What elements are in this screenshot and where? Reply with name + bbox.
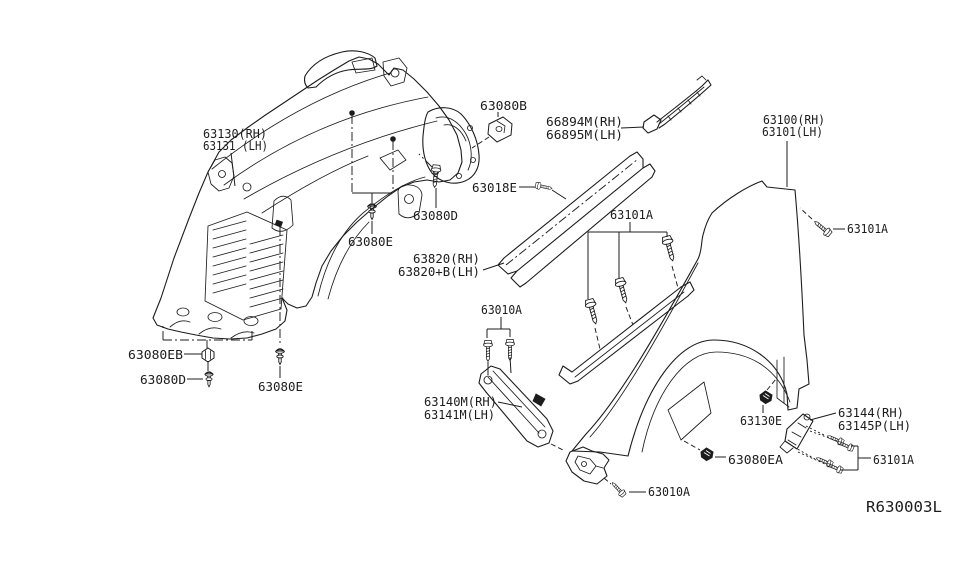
louver-panel	[204, 211, 288, 321]
label-66894m-rh: 66894M(RH)	[546, 114, 623, 129]
label-63080eb: 63080EB	[128, 347, 183, 362]
label-63080d-top: 63080D	[413, 208, 458, 223]
sill-strip-drawing	[497, 151, 656, 288]
label-63100-rh: 63100(RH)	[763, 112, 825, 127]
cowl-extension-drawing	[642, 75, 712, 134]
protector-panel-drawing	[667, 381, 712, 441]
label-63145p-lh: 63145P(LH)	[838, 418, 911, 433]
label-63010a-bottom: 63010A	[648, 484, 690, 499]
label-63140m-rh: 63140M(RH)	[424, 394, 497, 409]
sill-rail-drawing	[558, 281, 695, 385]
label-63101a-right: 63101A	[847, 221, 888, 236]
wheel-housing-protector-drawing	[152, 50, 480, 340]
label-63018e: 63018E	[472, 180, 517, 195]
label-63080e-bottom: 63080E	[258, 379, 303, 394]
bolt-63010a-left-icon	[483, 340, 493, 362]
fender-stay-drawing	[478, 365, 554, 448]
bolt-63101a-2-icon	[613, 276, 632, 305]
leader-lines	[184, 112, 871, 493]
fender-lower-bracket-drawing	[565, 446, 610, 485]
hardware-icons	[201, 116, 856, 499]
label-63141m-lh: 63141M(LH)	[424, 407, 495, 422]
label-63130e: 63130E	[740, 413, 782, 428]
front-fender-drawing	[571, 180, 810, 457]
corner-bracket-drawing	[779, 413, 838, 465]
label-63144-rh: 63144(RH)	[838, 405, 904, 420]
screw-63018e-icon	[534, 181, 554, 193]
label-63080e-top: 63080E	[348, 234, 393, 249]
bolt-63101a-right-icon	[811, 217, 834, 239]
screw-63144-1-icon	[825, 432, 846, 447]
bolt-63101a-1-icon	[583, 297, 602, 326]
bolt-63101a-3-icon	[660, 234, 679, 263]
label-63131-lh: 63131 (LH)	[203, 138, 268, 153]
screw-63144-3-icon	[814, 454, 835, 469]
label-63080d-bottom: 63080D	[140, 372, 186, 387]
clip-63080eb-icon	[201, 347, 215, 363]
diagram-reference-code: R630003L	[866, 498, 942, 516]
assembly-dash-lines	[162, 115, 813, 485]
part-labels: 63130(RH) 63131 (LH) 63080B 66894M(RH) 6…	[128, 98, 942, 516]
label-63080ea: 63080EA	[728, 452, 783, 467]
label-63080b: 63080B	[480, 98, 527, 113]
clip-63080b-icon	[487, 116, 513, 143]
grommet-63080e-top-icon	[367, 203, 377, 220]
label-63101a-corner: 63101A	[873, 452, 914, 467]
nut-63130e-icon	[759, 390, 773, 404]
label-63101a-mid: 63101A	[610, 207, 653, 222]
label-63101-lh: 63101(LH)	[762, 124, 823, 139]
housing-top-cap	[303, 50, 408, 89]
pin-63080d-bottom-icon	[204, 371, 214, 388]
label-63820b-lh: 63820+B(LH)	[398, 264, 480, 279]
screw-63080d-top-icon	[429, 164, 442, 189]
splash-liner-drawing	[422, 107, 480, 184]
grommet-63080e-bottom-icon	[275, 348, 285, 365]
nut-63080ea-icon	[700, 447, 714, 461]
screw-63010a-bottom-icon	[609, 479, 628, 499]
label-63130-rh: 63130(RH)	[203, 126, 267, 141]
label-66895m-lh: 66895M(LH)	[546, 127, 623, 142]
label-63820-rh: 63820(RH)	[413, 251, 480, 266]
label-63010a-top: 63010A	[481, 302, 522, 317]
